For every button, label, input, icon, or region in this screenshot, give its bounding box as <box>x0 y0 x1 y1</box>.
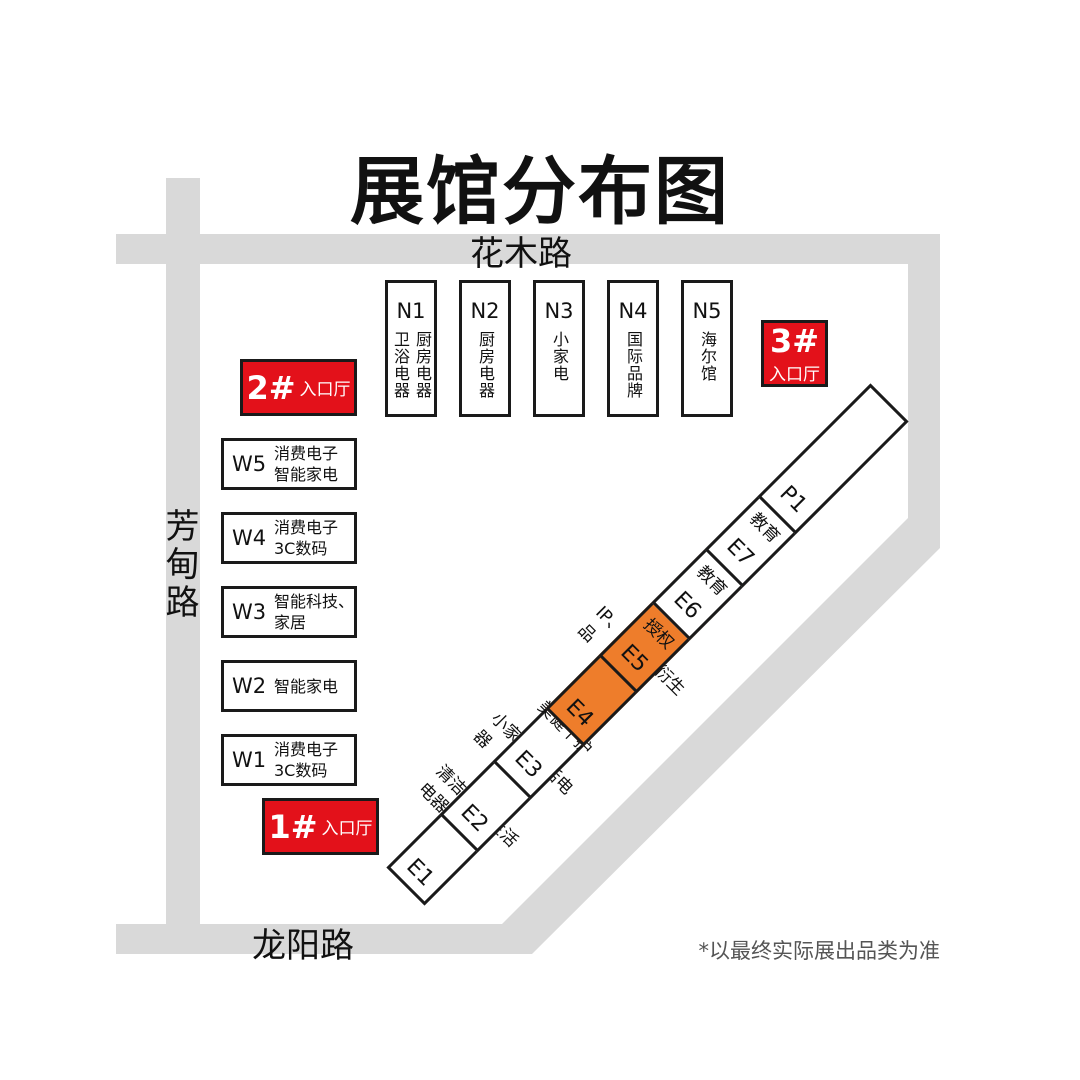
hall-code: E5 <box>614 639 653 678</box>
hall-desc: 智能家电 <box>274 676 339 696</box>
hall-code: N2 <box>470 299 500 323</box>
hall-code: N1 <box>396 299 426 323</box>
hall-desc: 消费电子 <box>274 740 339 759</box>
hall-code: W5 <box>232 452 267 476</box>
road-network <box>116 178 940 954</box>
hall-desc: 3C数码 <box>274 761 328 780</box>
road-south <box>116 924 532 954</box>
hall-n1[interactable]: N1 卫浴电器 厨房电器 <box>385 280 437 417</box>
page-title: 展馆分布图 <box>350 149 730 235</box>
hall-w3[interactable]: W3 智能科技、家居 <box>221 586 357 638</box>
hall-desc: 消费电子 <box>274 444 339 463</box>
entrance-number: 2# <box>246 368 296 407</box>
hall-desc: 国际品牌 <box>624 331 643 399</box>
hall-desc: 家居 <box>274 613 307 632</box>
road-west <box>166 178 200 954</box>
road-east <box>908 234 940 540</box>
hall-desc: 卫浴电器 <box>391 331 410 399</box>
hall-desc: 智能科技、 <box>274 592 355 611</box>
entrance-number: 3# <box>769 322 820 360</box>
disclaimer-note: *以最终实际展出品类为准 <box>698 939 941 963</box>
road-label-south: 龙阳路 <box>252 926 354 966</box>
hall-desc: 智能家电 <box>274 465 339 484</box>
hall-n5[interactable]: N5 海尔馆 <box>681 280 733 417</box>
hall-n2[interactable]: N2 厨房电器 <box>459 280 511 417</box>
hall-desc: 厨房电器 <box>413 331 432 399</box>
hall-code: E4 <box>560 694 598 732</box>
road-label-north: 花木路 <box>470 234 572 274</box>
road-label-west: 芳甸路 <box>159 508 199 622</box>
hall-n3[interactable]: N3 小家电 <box>533 280 585 417</box>
hall-desc: 消费电子 <box>274 518 339 537</box>
hall-code: W2 <box>232 674 267 698</box>
hall-desc: 厨房电器 <box>476 331 495 399</box>
hall-code: W3 <box>232 600 267 624</box>
hall-n4[interactable]: N4 国际品牌 <box>607 280 659 417</box>
hall-code: E3 <box>508 745 547 784</box>
entrance-3[interactable]: 3# 入口厅 <box>761 320 828 387</box>
hall-code: E7 <box>720 533 759 572</box>
hall-w4[interactable]: W4 消费电子 3C数码 <box>221 512 357 564</box>
entrance-1[interactable]: 1# 入口厅 <box>262 798 379 855</box>
entrance-label: 入口厅 <box>299 380 351 400</box>
hall-code: E2 <box>455 799 493 837</box>
entrance-2[interactable]: 2# 入口厅 <box>240 359 357 416</box>
road-north <box>116 234 940 264</box>
hall-desc: 海尔馆 <box>698 331 717 382</box>
hall-w1[interactable]: W1 消费电子 3C数码 <box>221 734 357 786</box>
hall-code: E6 <box>667 586 706 625</box>
hall-code: N3 <box>544 299 574 323</box>
hall-code: N4 <box>618 299 648 323</box>
hall-code: W4 <box>232 526 267 550</box>
road-diagonal <box>502 518 940 954</box>
hall-code: W1 <box>232 748 267 772</box>
entrance-label: 入口厅 <box>769 365 820 385</box>
hall-desc: 小家电 <box>550 331 569 382</box>
hall-code: E1 <box>400 853 439 892</box>
hall-w5[interactable]: W5 消费电子智能家电 <box>221 438 357 490</box>
entrance-label: 入口厅 <box>321 819 373 839</box>
hall-code: N5 <box>692 299 722 323</box>
hall-desc: 3C数码 <box>274 539 328 558</box>
entrance-number: 1# <box>268 807 318 846</box>
hall-w2[interactable]: W2 智能家电 <box>221 660 357 712</box>
hall-code: P1 <box>774 480 812 518</box>
